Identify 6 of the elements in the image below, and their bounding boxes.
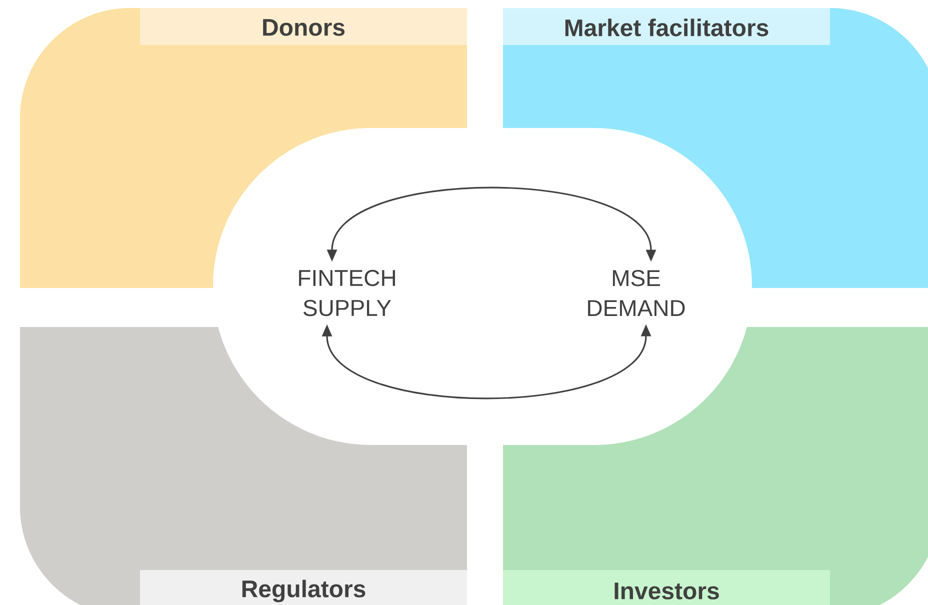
- flow-label: MSE DEMAND: [588, 270, 685, 316]
- title-bar: Investors: [503, 570, 830, 605]
- title-bar: Donors: [140, 8, 467, 45]
- flow-label: FINTECH SUPPLY: [299, 270, 395, 316]
- title-bar: Regulators: [140, 570, 467, 605]
- title-bar: Market facilitators: [503, 8, 830, 45]
